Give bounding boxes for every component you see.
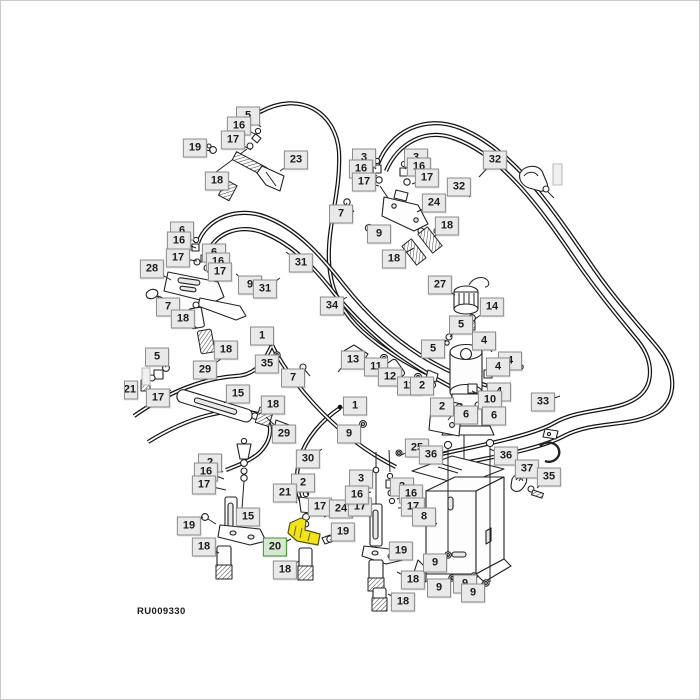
callout-30[interactable]: 30 — [295, 449, 321, 469]
callout-5[interactable]: 5 — [145, 347, 169, 367]
highlighted-part-20[interactable] — [287, 517, 321, 546]
callout-34[interactable]: 34 — [319, 296, 345, 316]
callout-35[interactable]: 35 — [536, 467, 562, 487]
callout-37[interactable]: 37 — [514, 459, 540, 479]
callout-6[interactable]: 6 — [482, 406, 506, 426]
callout-23[interactable]: 23 — [283, 150, 309, 170]
callout-31[interactable]: 31 — [288, 253, 314, 273]
callout-8[interactable]: 8 — [412, 507, 436, 527]
callout-9[interactable]: 9 — [367, 224, 391, 244]
callout-17[interactable]: 17 — [220, 130, 246, 150]
image-code: RU009330 — [137, 606, 186, 614]
hose-top-left — [258, 101, 427, 375]
callout-4[interactable]: 4 — [486, 357, 510, 377]
callout-17[interactable]: 17 — [207, 262, 233, 282]
callout-2[interactable]: 2 — [430, 397, 454, 417]
callout-18[interactable]: 18 — [213, 340, 239, 360]
callout-32[interactable]: 32 — [446, 177, 472, 197]
callout-29[interactable]: 29 — [271, 424, 297, 444]
callout-19[interactable]: 19 — [176, 516, 202, 536]
callout-17[interactable]: 17 — [414, 168, 440, 188]
callout-17[interactable]: 17 — [191, 475, 217, 495]
callout-5[interactable]: 5 — [449, 315, 473, 335]
callout-12[interactable]: 12 — [377, 367, 403, 387]
callout-9[interactable]: 9 — [427, 578, 451, 598]
callout-31[interactable]: 31 — [252, 279, 278, 299]
callout-6[interactable]: 6 — [454, 405, 478, 425]
callout-18[interactable]: 18 — [191, 537, 217, 557]
callout-29[interactable]: 29 — [192, 360, 218, 380]
callout-27[interactable]: 27 — [427, 275, 453, 295]
callout-4[interactable]: 4 — [472, 331, 496, 351]
callout-36[interactable]: 36 — [418, 445, 444, 465]
callout-24[interactable]: 24 — [421, 193, 447, 213]
callout-28[interactable]: 28 — [139, 259, 165, 279]
callout-17[interactable]: 17 — [307, 497, 333, 517]
callout-17[interactable]: 17 — [351, 172, 377, 192]
callout-16[interactable]: 16 — [344, 485, 370, 505]
callout-9[interactable]: 9 — [337, 424, 361, 444]
callout-19[interactable]: 19 — [182, 138, 208, 158]
callout-15[interactable]: 15 — [225, 384, 251, 404]
callout-15[interactable]: 15 — [235, 507, 261, 527]
callout-35[interactable]: 35 — [254, 354, 280, 374]
callout-17[interactable]: 17 — [165, 248, 191, 268]
callout-9[interactable]: 9 — [423, 553, 447, 573]
callout-21[interactable]: 21 — [272, 483, 298, 503]
callout-21[interactable]: 21 — [124, 380, 138, 400]
callout-17[interactable]: 17 — [145, 388, 171, 408]
callout-19[interactable]: 19 — [388, 541, 414, 561]
callout-7[interactable]: 7 — [329, 204, 353, 224]
callout-18[interactable]: 18 — [204, 171, 230, 191]
callout-20[interactable]: 20 — [262, 537, 288, 557]
callout-32[interactable]: 32 — [482, 150, 508, 170]
callout-7[interactable]: 7 — [281, 368, 305, 388]
callout-18[interactable]: 18 — [272, 560, 298, 580]
callout-33[interactable]: 33 — [530, 392, 556, 412]
callout-18[interactable]: 18 — [400, 570, 426, 590]
hose-clamp-right — [519, 165, 555, 199]
callout-36[interactable]: 36 — [493, 446, 519, 466]
linkage-bottom-left — [201, 437, 267, 580]
callout-14[interactable]: 14 — [479, 297, 505, 317]
callout-3[interactable]: 3 — [349, 469, 373, 489]
callout-18[interactable]: 18 — [381, 249, 407, 269]
highlighted-bracket-assembly — [287, 490, 334, 581]
callout-18[interactable]: 18 — [434, 216, 460, 236]
lever-bracket-left — [145, 236, 247, 355]
callout-2[interactable]: 2 — [410, 376, 434, 396]
callout-1[interactable]: 1 — [250, 326, 274, 346]
callout-19[interactable]: 19 — [330, 522, 356, 542]
callout-5[interactable]: 5 — [421, 339, 445, 359]
callout-9[interactable]: 9 — [461, 583, 485, 603]
callout-18[interactable]: 18 — [170, 309, 196, 329]
image-code-text: RU009330 — [137, 606, 186, 614]
callout-18[interactable]: 18 — [390, 592, 416, 612]
callout-13[interactable]: 13 — [340, 350, 366, 370]
callout-1[interactable]: 1 — [343, 396, 367, 416]
callout-18[interactable]: 18 — [260, 395, 286, 415]
